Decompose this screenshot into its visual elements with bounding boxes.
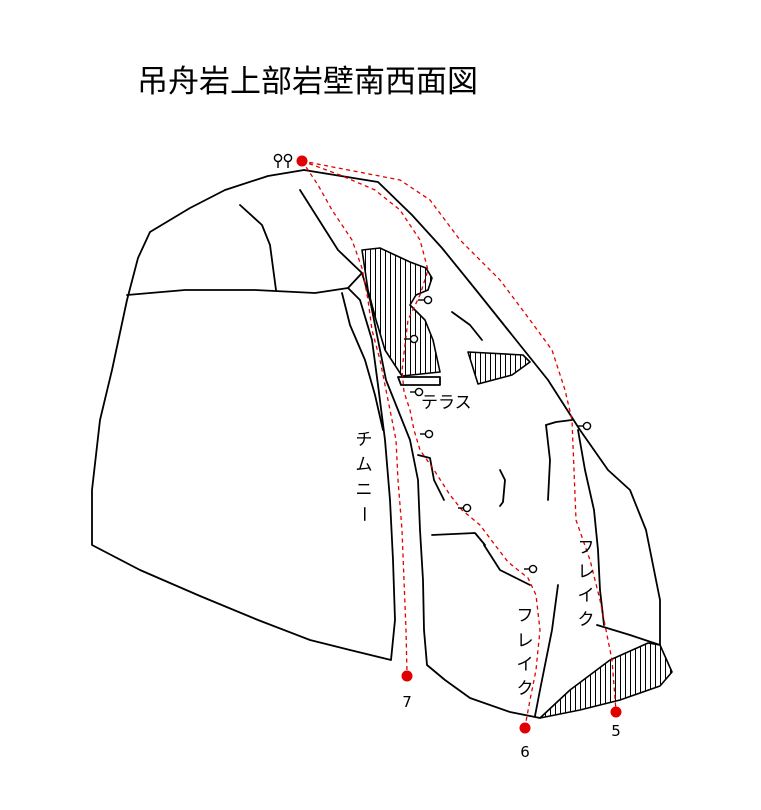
flake-label-char: イ (517, 655, 534, 675)
route-7-start-marker (401, 670, 413, 682)
bolt-icon (418, 295, 433, 305)
route-lines (301, 160, 617, 728)
diagram-title: 吊舟岩上部岩壁南西面図 (137, 64, 478, 100)
flake-label-right: フ レ イ ク (578, 538, 595, 630)
route-6-start-marker (519, 722, 531, 734)
route-7-line (301, 160, 408, 674)
bolt-icon (410, 387, 424, 397)
chimney-label-char: ム (356, 455, 373, 475)
top-anchor-icon (273, 153, 293, 168)
flake-label-left: フ レ イ ク (517, 606, 534, 699)
route-6-line (301, 160, 541, 728)
top-anchor-marker (296, 155, 308, 167)
route-5-line (301, 160, 617, 712)
bolt-icon (458, 503, 472, 513)
flake-label-char: フ (578, 538, 595, 558)
right-face-outline (303, 169, 661, 719)
terrace-label: テラス (421, 393, 472, 413)
route-5-number: 5 (611, 722, 621, 740)
chimney-label-char: ー (353, 506, 373, 523)
flake-label-char: イ (578, 586, 595, 606)
bolt-icon (578, 421, 592, 431)
hatched-base-block (539, 642, 673, 719)
bolt-icon (524, 564, 538, 574)
flake-label-char: フ (517, 606, 534, 626)
route-6-number: 6 (520, 743, 530, 761)
route-7-number: 7 (402, 693, 412, 711)
flake-label-char: ク (578, 610, 595, 630)
hatched-block (467, 351, 531, 385)
chimney-label: チ ム ニ ー (353, 430, 373, 523)
flake-label-char: レ (578, 562, 595, 582)
chimney-label-char: ニ (356, 480, 373, 500)
hatched-pillar (361, 247, 441, 377)
flake-label-char: ク (517, 679, 534, 699)
chimney-label-char: チ (356, 430, 373, 450)
flake-label-char: レ (517, 631, 534, 651)
route-5-start-marker (610, 706, 622, 718)
left-face-outline (91, 169, 396, 661)
rock-cracks (417, 311, 605, 717)
bolt-icon (420, 429, 434, 439)
terrace-ledge (397, 376, 441, 386)
bolt-icon (404, 334, 419, 344)
